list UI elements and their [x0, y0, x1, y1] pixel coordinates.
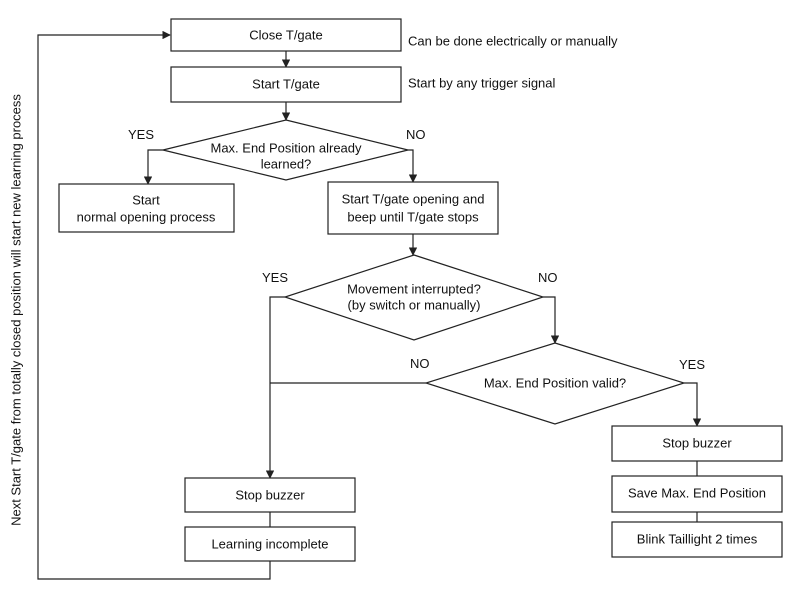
step-blink-taillight: Blink Taillight 2 times [611, 521, 783, 558]
decision-end-position-valid: Max. End Position valid? [423, 342, 687, 425]
opening-line2: beep until T/gate stops [347, 209, 479, 224]
step-close-label: Close T/gate [249, 27, 322, 42]
stop-right-label: Stop buzzer [662, 435, 732, 450]
arrow-decision2-yes [265, 296, 285, 479]
decision1-yes-label: YES [128, 127, 154, 142]
decision-end-position-learned: Max. End Position already learned? [162, 119, 409, 181]
decision2-yes-label: YES [262, 270, 288, 285]
decision3-no-label: NO [410, 356, 430, 371]
step-start-opening-beep: Start T/gate opening and beep until T/ga… [327, 181, 499, 235]
arrow-decision1-yes [143, 149, 163, 185]
save-label: Save Max. End Position [628, 485, 766, 500]
side-note: Next Start T/gate from totally closed po… [8, 94, 23, 526]
incomplete-label: Learning incomplete [211, 536, 328, 551]
decision2-no-label: NO [538, 270, 558, 285]
step-normal-opening: Start normal opening process [58, 183, 235, 233]
step-learning-incomplete: Learning incomplete [184, 526, 356, 562]
decision2-line2: (by switch or manually) [348, 297, 481, 312]
connectors [37, 30, 702, 580]
decision1-line1: Max. End Position already [210, 140, 362, 155]
note-close: Can be done electrically or manually [408, 33, 618, 48]
blink-label: Blink Taillight 2 times [637, 531, 758, 546]
opening-line1: Start T/gate opening and [342, 191, 485, 206]
note-start: Start by any trigger signal [408, 75, 556, 90]
stop-left-label: Stop buzzer [235, 487, 305, 502]
normal-line1: Start [132, 192, 160, 207]
decision1-no-label: NO [406, 127, 426, 142]
arrow-decision3-yes [684, 382, 702, 427]
step-start-tgate: Start T/gate [170, 66, 402, 103]
decision2-line1: Movement interrupted? [347, 281, 481, 296]
normal-line2: normal opening process [77, 209, 216, 224]
step-close-tgate: Close T/gate [170, 18, 402, 52]
arrow-decision2-no [543, 296, 560, 344]
arrow-feedback-loop [37, 30, 271, 580]
decision3-yes-label: YES [679, 357, 705, 372]
decision1-line2: learned? [261, 156, 312, 171]
step-save-end-position: Save Max. End Position [611, 475, 783, 513]
decision3-label: Max. End Position valid? [484, 375, 626, 390]
arrow-decision1-no [408, 149, 418, 183]
step-start-label: Start T/gate [252, 76, 320, 91]
step-stop-buzzer-left: Stop buzzer [184, 477, 356, 513]
decision-movement-interrupted: Movement interrupted? (by switch or manu… [283, 254, 545, 341]
step-stop-buzzer-right: Stop buzzer [611, 425, 783, 462]
